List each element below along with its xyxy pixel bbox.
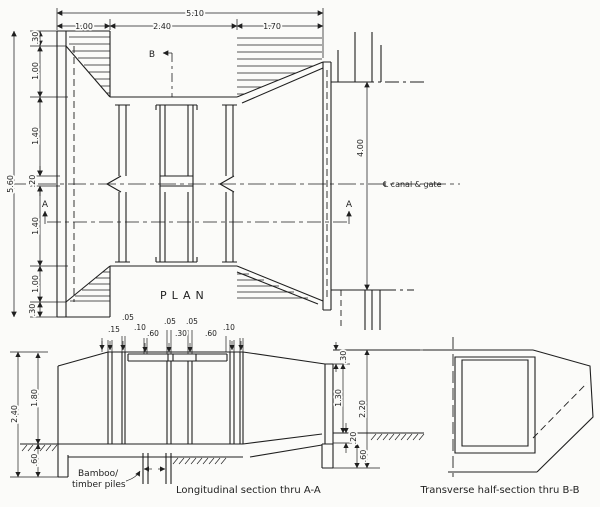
dim-left-seg-4: 1.40 xyxy=(31,217,40,235)
ls-dim-3: .60 xyxy=(147,329,159,338)
long-section-texts: .15 .05 .10 .60 .05 .30 .05 .60 .10 2.40… xyxy=(8,311,370,496)
dim-left-seg-2: 1.40 xyxy=(31,127,40,145)
long-section-dim-lines xyxy=(10,330,430,482)
ls-dim-upper: 1.80 xyxy=(30,389,39,407)
trans-section-texts: Transverse half-section thru B-B xyxy=(419,485,579,496)
dim-left-seg-6: .30 xyxy=(28,304,37,317)
marker-a-right: A xyxy=(346,200,353,210)
plan-wing-hatching xyxy=(69,36,322,302)
ls-dim-bank: .30 xyxy=(339,351,348,364)
long-section-structure xyxy=(20,349,424,484)
ls-dim-step: .20 xyxy=(349,432,358,445)
dim-overall-height: 5.60 xyxy=(6,175,15,193)
centerline-label: ℄ canal & gate xyxy=(383,180,442,189)
marker-b: B xyxy=(149,50,155,60)
long-section-caption: Longitudinal section thru A-A xyxy=(176,485,321,496)
dim-left-bay: 1.00 xyxy=(75,22,93,31)
ls-dim-overall-right: 2.20 xyxy=(358,400,367,418)
ls-dim-4: .05 xyxy=(164,317,176,326)
trans-section-structure xyxy=(423,349,594,473)
ls-dim-1: .05 xyxy=(122,313,134,322)
ls-dim-overall-height: 2.40 xyxy=(10,405,19,423)
dim-left-seg-3: .20 xyxy=(28,175,37,188)
ls-dim-lower: .60 xyxy=(30,454,39,467)
ls-dim-7: .60 xyxy=(205,329,217,338)
dim-left-seg-0: .30 xyxy=(31,32,40,45)
trans-section-caption: Transverse half-section thru B-B xyxy=(419,485,579,496)
dim-right-bay: 1.70 xyxy=(263,22,281,31)
plan-title: PLAN xyxy=(160,289,209,302)
marker-a-left: A xyxy=(42,200,49,210)
ls-dim-cutoff: .60 xyxy=(359,450,368,463)
dim-center-bay: 2.40 xyxy=(153,22,171,31)
plan-structure xyxy=(56,30,382,330)
dim-left-seg-1: 1.00 xyxy=(31,62,40,80)
ls-dim-5: .30 xyxy=(175,329,187,338)
piles-label-line1: Bamboo/ xyxy=(78,469,119,479)
dim-overall-width: 5.10 xyxy=(186,9,204,18)
dim-canal-width: 4.00 xyxy=(356,139,365,157)
ls-dim-6: .05 xyxy=(186,317,198,326)
plan-centerlines xyxy=(8,53,460,223)
dim-left-seg-5: 1.00 xyxy=(31,275,40,293)
ls-dim-wall: 1.30 xyxy=(334,389,343,407)
plan-hidden-lines xyxy=(73,46,425,326)
ls-dim-0: .15 xyxy=(108,325,120,334)
trans-section-hidden xyxy=(452,337,588,477)
plan-dimension-lines xyxy=(11,8,370,318)
ls-dim-8: .10 xyxy=(223,323,235,332)
piles-label-line2: timber piles xyxy=(72,480,126,490)
plan-texts: 5.10 1.00 2.40 1.70 5.60 .30 1.00 1.40 .… xyxy=(4,7,442,318)
ls-dim-2: .10 xyxy=(134,323,146,332)
